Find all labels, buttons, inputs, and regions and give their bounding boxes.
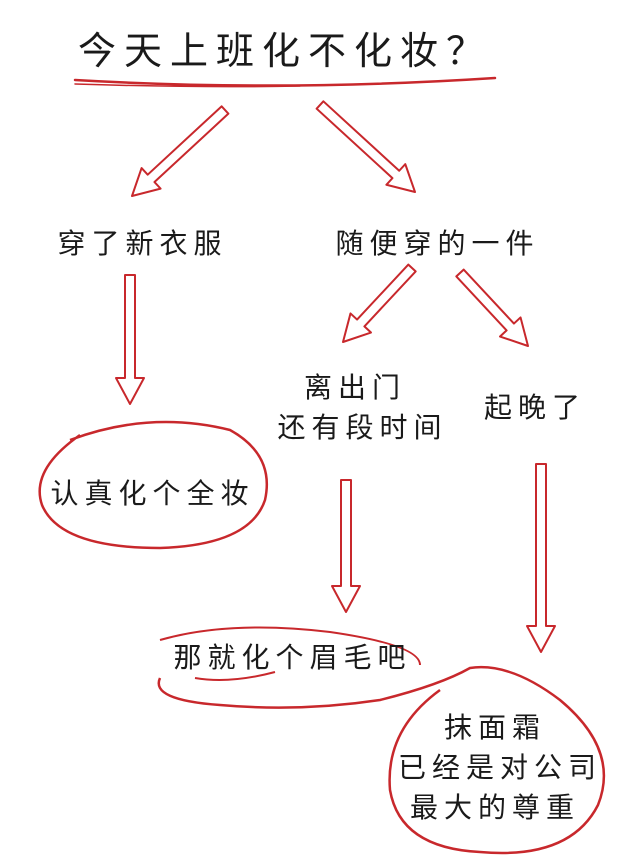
underline-eyebrows xyxy=(194,671,276,681)
arrow-to-cream xyxy=(526,463,556,653)
arrow-to-time-left xyxy=(342,263,417,343)
node-eyebrows: 那就化个眉毛吧 xyxy=(173,641,412,674)
node-cream-line2: 已经是对公司 xyxy=(397,751,602,784)
node-cream-line1: 抹面霜 xyxy=(443,711,546,744)
node-time-left-line1: 离出门 xyxy=(303,371,406,404)
node-full-makeup: 认真化个全妆 xyxy=(50,477,255,510)
circle-cream xyxy=(157,666,606,855)
arrow-to-late xyxy=(455,268,529,347)
title-underline xyxy=(73,76,497,87)
circle-eyebrows xyxy=(159,626,421,666)
title-underline-stroke xyxy=(74,83,301,88)
arrow-to-casual xyxy=(315,100,416,193)
diagram-title: 今天上班化不化妆？ xyxy=(77,29,492,73)
arrow-to-full-makeup xyxy=(115,274,145,405)
node-cream-line3: 最大的尊重 xyxy=(409,791,580,824)
arrow-to-eyebrows xyxy=(331,479,361,613)
arrow-to-new-clothes xyxy=(131,105,230,197)
circle-full-makeup xyxy=(38,420,269,550)
node-new-clothes: 穿了新衣服 xyxy=(57,227,228,260)
node-casual: 随便穿的一件 xyxy=(335,227,540,260)
node-time-left-line2: 还有段时间 xyxy=(277,411,448,444)
node-late: 起晚了 xyxy=(483,391,586,424)
